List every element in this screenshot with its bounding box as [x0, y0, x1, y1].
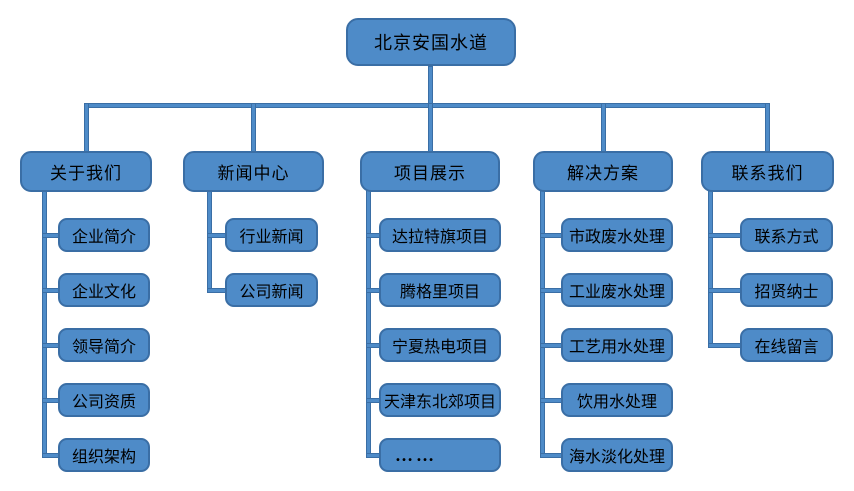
child-node-contact-us-2: 在线留言 [740, 328, 833, 362]
connector-spine-solutions [540, 190, 545, 458]
child-node-projects-1: 腾格里项目 [379, 273, 501, 307]
branch-node-projects: 项目展示 [360, 151, 500, 192]
connector-spine-about-us [42, 190, 47, 458]
connector-stub-solutions-2 [540, 343, 563, 348]
connector-root-stub [428, 66, 433, 105]
connector-spine-news-center [207, 190, 212, 293]
child-node-news-center-1: 公司新闻 [225, 273, 318, 307]
connector-stub-solutions-3 [540, 398, 563, 403]
child-node-about-us-4: 组织架构 [58, 438, 150, 472]
connector-spine-contact-us [708, 190, 713, 348]
connector-top-rail [84, 103, 770, 108]
connector-drop-about-us [84, 103, 89, 153]
child-node-projects-2: 宁夏热电项目 [379, 328, 501, 362]
root-node: 北京安国水道 [346, 18, 516, 66]
connector-drop-contact-us [765, 103, 770, 153]
child-node-solutions-2: 工艺用水处理 [561, 328, 673, 362]
child-node-solutions-1: 工业废水处理 [561, 273, 673, 307]
child-node-solutions-3: 饮用水处理 [561, 383, 673, 417]
branch-node-news-center: 新闻中心 [183, 151, 324, 192]
connector-stub-contact-us-0 [708, 233, 742, 238]
child-node-solutions-0: 市政废水处理 [561, 218, 673, 252]
connector-drop-news-center [251, 103, 256, 153]
connector-spine-projects [366, 190, 371, 458]
child-node-about-us-0: 企业简介 [58, 218, 150, 252]
child-node-projects-0: 达拉特旗项目 [379, 218, 501, 252]
child-node-solutions-4: 海水淡化处理 [561, 438, 673, 472]
child-node-about-us-1: 企业文化 [58, 273, 150, 307]
branch-node-solutions: 解决方案 [533, 151, 673, 192]
connector-stub-contact-us-2 [708, 343, 742, 348]
branch-node-about-us: 关于我们 [20, 151, 152, 192]
connector-stub-news-center-1 [207, 288, 227, 293]
connector-stub-solutions-4 [540, 453, 563, 458]
connector-stub-contact-us-1 [708, 288, 742, 293]
connector-stub-solutions-1 [540, 288, 563, 293]
connector-stub-solutions-0 [540, 233, 563, 238]
child-node-projects-3: 天津东北郊项目 [379, 383, 501, 417]
child-node-about-us-3: 公司资质 [58, 383, 150, 417]
connector-stub-news-center-0 [207, 233, 227, 238]
child-node-contact-us-0: 联系方式 [740, 218, 833, 252]
child-node-projects-4: …… [379, 438, 501, 472]
branch-node-contact-us: 联系我们 [701, 151, 834, 192]
connector-drop-projects [428, 103, 433, 153]
child-node-about-us-2: 领导简介 [58, 328, 150, 362]
connector-drop-solutions [601, 103, 606, 153]
child-node-news-center-0: 行业新闻 [225, 218, 318, 252]
child-node-contact-us-1: 招贤纳士 [740, 273, 833, 307]
